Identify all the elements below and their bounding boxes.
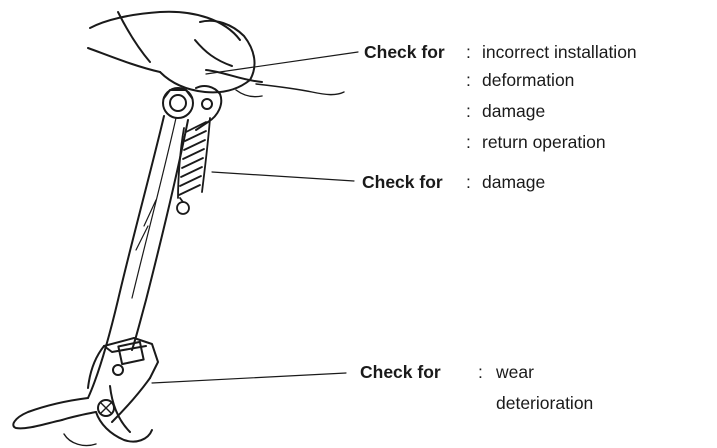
pivot-bolt xyxy=(162,87,194,119)
callout-1-colon: : xyxy=(466,132,471,152)
callout-1-item-2: deformation xyxy=(482,70,575,90)
leader-line-3 xyxy=(151,372,347,384)
callout-1-colon: : xyxy=(466,42,471,62)
stand-leg xyxy=(87,115,189,399)
mounting-bracket xyxy=(195,85,223,131)
callout-3-item-1: wear xyxy=(496,362,534,382)
callout-1-colon: : xyxy=(466,101,471,121)
return-spring xyxy=(176,117,211,215)
callout-1-colon: : xyxy=(466,70,471,90)
callout-3-colon: : xyxy=(478,362,483,382)
hand-drawing xyxy=(87,10,345,98)
leader-lines xyxy=(151,51,359,384)
stand-foot xyxy=(12,337,159,447)
callout-1-item-1: incorrect installation xyxy=(482,42,637,62)
leader-line-1 xyxy=(205,51,359,75)
callout-3-header: Check for xyxy=(360,362,441,382)
callout-3-item-2: deterioration xyxy=(496,393,594,413)
callout-1-item-3: damage xyxy=(482,101,546,121)
callout-1-header: Check for xyxy=(364,42,445,62)
leader-line-2 xyxy=(211,171,355,182)
callout-1-item-4: return operation xyxy=(482,132,606,152)
callout-2-colon: : xyxy=(466,172,471,192)
callout-2-item-1: damage xyxy=(482,172,546,192)
callout-2-header: Check for xyxy=(362,172,443,192)
